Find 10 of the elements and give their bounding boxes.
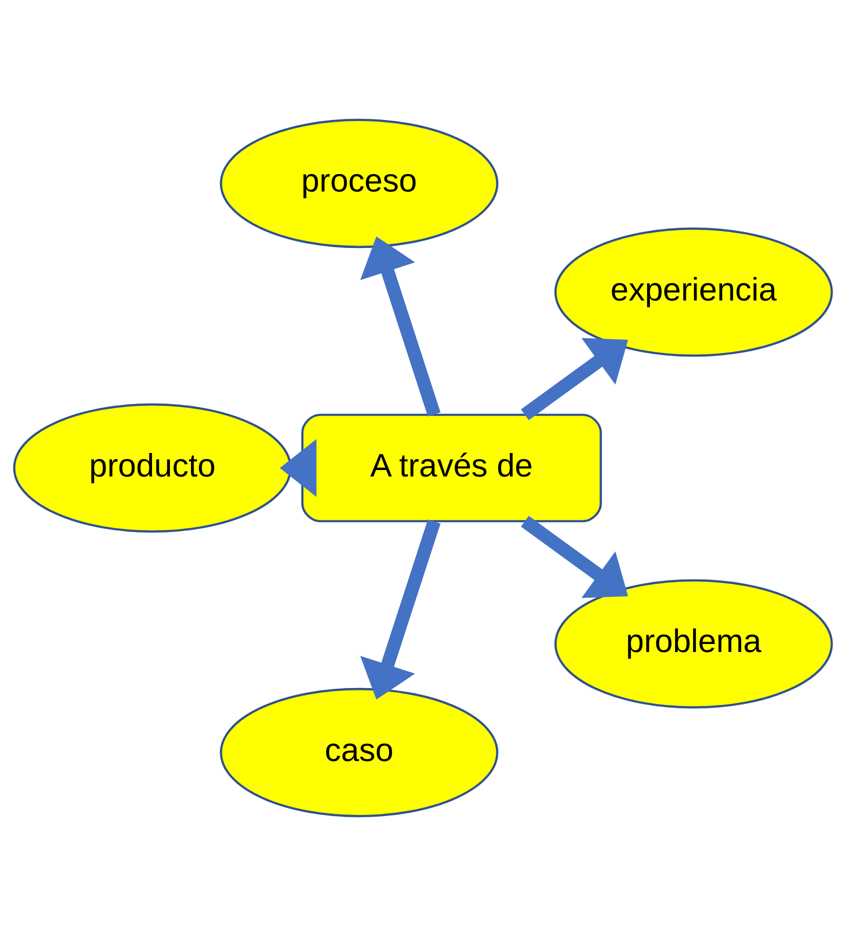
node-ellipse: caso	[220, 688, 498, 818]
node-ellipse: problema	[554, 579, 833, 708]
arrow	[360, 236, 440, 417]
arrow	[280, 439, 316, 497]
node-ellipse: proceso	[220, 118, 498, 248]
arrow	[520, 338, 628, 420]
node-ellipse: experiencia	[554, 228, 833, 357]
arrow	[520, 516, 628, 598]
arrow	[360, 519, 440, 700]
node-ellipse: producto	[13, 403, 292, 533]
